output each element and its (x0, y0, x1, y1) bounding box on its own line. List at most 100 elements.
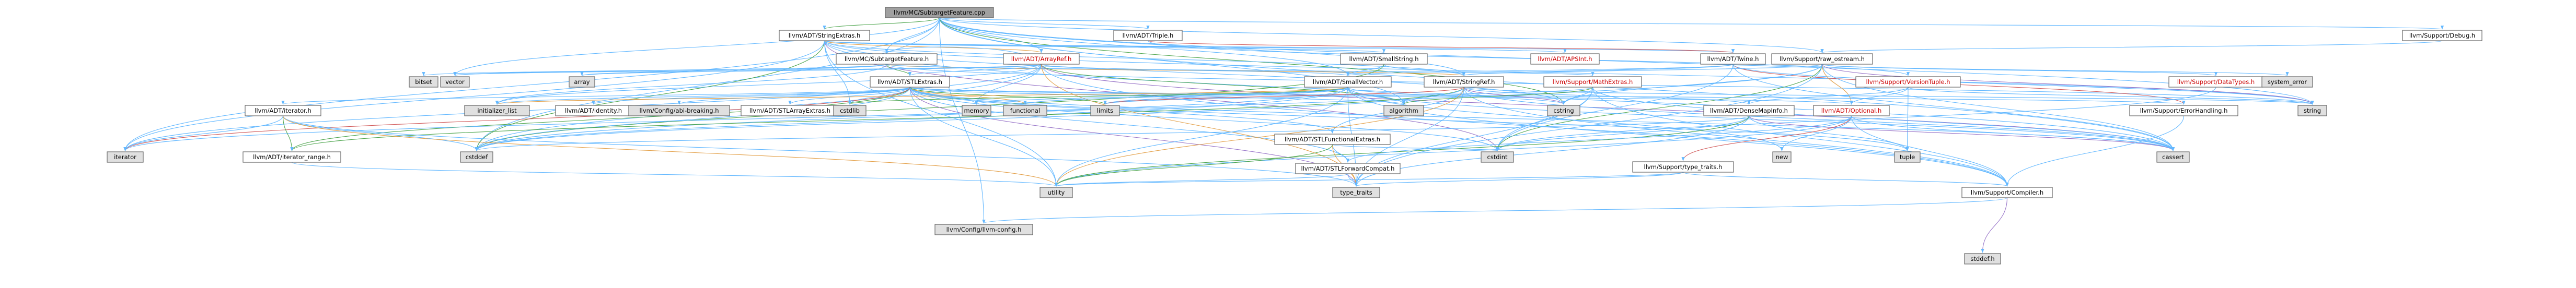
edge-compiler-to-stddef (1981, 197, 2008, 253)
edge-stlextras-to-errorhandling (909, 87, 2185, 105)
edge-stlextras-to-cassert (909, 87, 2175, 151)
graph-node-smallstring[interactable]: llvm/ADT/SmallString.h (1340, 53, 1428, 65)
node-label: type_traits (1340, 189, 1372, 196)
edge-stlextras-to-iterator_h (281, 87, 910, 105)
graph-node-datatypes[interactable]: llvm/Support/DataTypes.h (2168, 76, 2263, 88)
graph-node-apsint[interactable]: llvm/ADT/APSInt.h (1530, 53, 1600, 65)
graph-node-debug[interactable]: llvm/Support/Debug.h (2402, 30, 2482, 41)
graph-node-compiler[interactable]: llvm/Support/Compiler.h (1961, 187, 2053, 198)
node-label: llvm/ADT/StringExtras.h (789, 32, 861, 39)
graph-node-twine[interactable]: llvm/ADT/Twine.h (1700, 53, 1766, 65)
edge-arrayref-to-stlextras (908, 64, 1042, 76)
edge-smallvector-to-cstddef (475, 87, 1348, 151)
node-box (1340, 53, 1428, 65)
node-box (1855, 76, 1961, 88)
node-box (2297, 105, 2327, 116)
node-box (440, 76, 470, 88)
graph-node-densemapinfo[interactable]: llvm/ADT/DenseMapInfo.h (1703, 105, 1795, 116)
edge-smallvector-to-limits (1103, 87, 1348, 105)
edge-versiontuple-to-densemapinfo (1747, 87, 1909, 105)
graph-node-iterator_h[interactable]: llvm/ADT/iterator.h (245, 105, 321, 116)
graph-node-functional: functional (1003, 105, 1047, 116)
edge-stlextras-to-functional (909, 87, 1027, 105)
graph-node-stlforwardcompat[interactable]: llvm/ADT/STLForwardCompat.h (1295, 163, 1401, 174)
edge-mathextras-to-compiler (1592, 87, 2009, 187)
node-box (1547, 105, 1580, 116)
edge-densemapinfo-to-cstddef (475, 115, 1750, 151)
graph-node-algorithm: algorithm (1383, 105, 1424, 116)
node-box (1772, 151, 1792, 163)
graph-node-smallvector[interactable]: llvm/ADT/SmallVector.h (1304, 76, 1392, 88)
edge-densemapinfo-to-cassert (1748, 115, 2175, 151)
edge-stringref-to-limits (1103, 87, 1464, 105)
node-label: llvm/ADT/identity.h (565, 107, 622, 114)
node-box (836, 53, 938, 65)
node-label: string (2304, 107, 2321, 114)
node-box (1632, 161, 1734, 173)
graph-node-subtargetfeature[interactable]: llvm/MC/SubtargetFeature.h (836, 53, 938, 65)
node-box (2156, 151, 2190, 163)
node-box (409, 76, 438, 88)
edge-stlextras-to-cstdint (909, 87, 1499, 151)
edge-stringref-to-cstring (1463, 87, 1565, 105)
edge-typetraits-to-utility (1055, 172, 1684, 187)
graph-node-optional[interactable]: llvm/ADT/Optional.h (1813, 105, 1890, 116)
graph-node-identity[interactable]: llvm/ADT/identity.h (555, 105, 632, 116)
node-box (779, 30, 870, 41)
graph-node-tuple: tuple (1894, 151, 1921, 163)
edge-arrayref-to-smallvector (1041, 64, 1349, 76)
node-label: llvm/ADT/Optional.h (1821, 107, 1881, 114)
node-box (1481, 151, 1514, 163)
graph-node-stlextras[interactable]: llvm/ADT/STLExtras.h (870, 76, 950, 88)
graph-node-stlfunctionalextras[interactable]: llvm/ADT/STLFunctionalExtras.h (1274, 134, 1391, 145)
edge-stringref-to-compiler (1463, 87, 2009, 187)
edge-optional-to-compiler (1851, 115, 2009, 187)
node-label: llvm/ADT/STLFunctionalExtras.h (1285, 136, 1380, 143)
edge-stlextras-to-stlarrayextras (788, 87, 910, 105)
edge-root-to-debug (939, 17, 2443, 30)
graph-node-arrayref[interactable]: llvm/ADT/ArrayRef.h (1003, 53, 1080, 65)
graph-node-root[interactable]: llvm/MC/SubtargetFeature.cpp (885, 7, 994, 18)
edge-iterator_h-to-iteratorrange (282, 115, 294, 151)
node-box (1274, 134, 1391, 145)
edge-twine-to-cstdint (1495, 64, 1734, 151)
edge-root-to-rawostream (939, 17, 1824, 53)
node-label: initializer_list (477, 107, 517, 114)
edge-versiontuple-to-tuple (1905, 87, 1909, 151)
node-label: llvm/ADT/StringRef.h (1433, 78, 1495, 86)
graph-node-stlarrayextras[interactable]: llvm/ADT/STLArrayExtras.h (741, 105, 839, 116)
node-label: llvm/ADT/STLForwardCompat.h (1301, 165, 1395, 172)
graph-node-triple[interactable]: llvm/ADT/Triple.h (1113, 30, 1183, 41)
node-box (1039, 187, 1073, 198)
edge-compiler-to-llvmconfig (983, 197, 2008, 224)
node-label: algorithm (1389, 107, 1418, 114)
graph-node-cstddef: cstddef (460, 151, 493, 163)
graph-node-mathextras[interactable]: llvm/Support/MathExtras.h (1543, 76, 1642, 88)
edge-optional-to-new (1780, 115, 1852, 151)
node-box (885, 7, 994, 18)
node-label: llvm/ADT/Triple.h (1123, 32, 1174, 39)
node-label: llvm/MC/SubtargetFeature.h (845, 55, 929, 63)
graph-node-stringref[interactable]: llvm/ADT/StringRef.h (1424, 76, 1504, 88)
node-label: array (574, 78, 590, 86)
node-box (833, 105, 867, 116)
edge-twine-to-stringref (1462, 64, 1734, 76)
node-box (107, 151, 144, 163)
node-box (1332, 187, 1380, 198)
graph-node-bitset: bitset (409, 76, 438, 88)
edge-arrayref-to-vector (454, 64, 1042, 76)
node-label: llvm/Support/Compiler.h (1971, 189, 2043, 196)
graph-node-typetraits[interactable]: llvm/Support/type_traits.h (1632, 161, 1734, 173)
graph-node-errorhandling[interactable]: llvm/Support/ErrorHandling.h (2129, 105, 2238, 116)
node-label: llvm/Support/Debug.h (2409, 32, 2475, 39)
graph-node-iteratorrange[interactable]: llvm/ADT/iterator_range.h (242, 151, 341, 163)
graph-node-versiontuple[interactable]: llvm/Support/VersionTuple.h (1855, 76, 1961, 88)
node-box (2129, 105, 2238, 116)
graph-node-utility: utility (1039, 187, 1073, 198)
node-box (1961, 187, 2053, 198)
node-label: limits (1097, 107, 1113, 114)
graph-node-stringextras[interactable]: llvm/ADT/StringExtras.h (779, 30, 870, 41)
node-label: llvm/Support/MathExtras.h (1553, 78, 1633, 86)
graph-node-rawostream[interactable]: llvm/Support/raw_ostream.h (1771, 53, 1873, 65)
